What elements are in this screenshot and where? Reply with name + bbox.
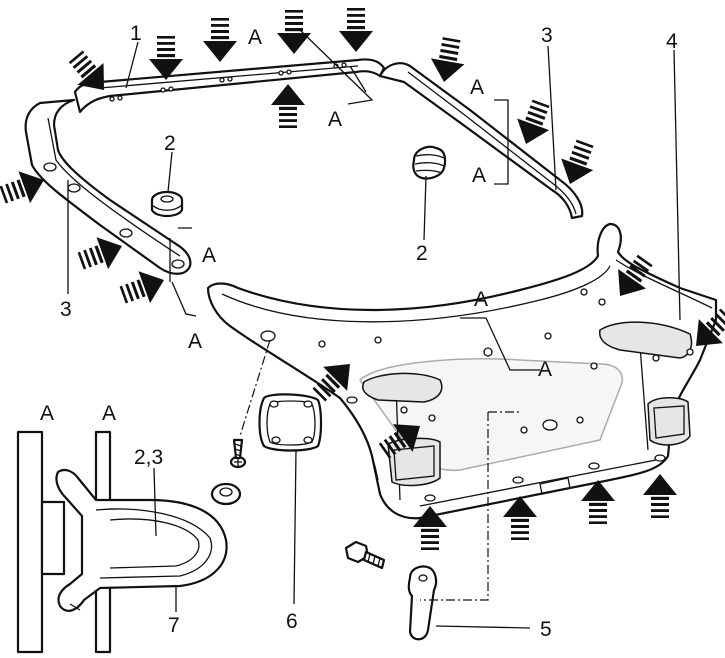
handle [407,565,438,641]
label-part-3-left: 3 [60,298,72,321]
clip-right [412,145,447,180]
label-section-a-top: A [248,26,262,49]
bolt [344,540,386,570]
push-arrow-icon [271,84,305,128]
push-arrow-icon [149,36,183,80]
label-section-a-right-2: A [472,164,486,187]
push-arrow-icon [277,10,311,54]
label-detail-a-1: A [40,402,54,425]
clip-section-detail [16,430,228,654]
push-arrow-icon [116,264,170,312]
push-arrow-icon [503,496,537,540]
push-arrow-icon [203,18,237,62]
push-arrow-icon [510,96,558,150]
label-section-a-center-2: A [538,358,552,381]
label-part-6: 6 [286,610,298,633]
leader-lines [67,29,681,629]
label-part-2-left: 2 [164,132,176,155]
label-part-3-right: 3 [541,24,553,47]
trunk-lid-trim-panel [206,222,718,520]
label-section-a-left-2: A [188,330,202,353]
assembly-lines [239,339,520,601]
strip-holes [109,62,347,102]
left-trim-holes [43,162,185,269]
label-part-5: 5 [540,618,552,641]
label-detail-a-2: A [102,402,116,425]
push-arrow-icon [643,474,677,518]
label-part-2-3: 2,3 [134,446,163,469]
screw [229,438,247,469]
cover-plate [258,393,323,452]
label-part-7: 7 [168,614,180,637]
callout-labels: 1 2 2 3 3 4 5 6 7 2,3 A A A A A A A A A … [40,22,678,641]
label-section-a-center-1: A [474,288,488,311]
clip-left [150,190,184,218]
left-side-trim [24,98,192,275]
label-part-4: 4 [666,30,678,53]
label-part-1: 1 [130,22,142,45]
push-arrow-icon [427,35,469,85]
push-arrow-icon [339,8,373,52]
panel-holes [260,288,694,502]
grommet [210,482,242,506]
label-section-a-left-1: A [202,244,216,267]
label-section-a-top-2: A [328,108,342,131]
label-section-a-right-1: A [470,76,484,99]
push-arrow-icon [581,480,615,524]
label-part-2-right: 2 [416,242,428,265]
